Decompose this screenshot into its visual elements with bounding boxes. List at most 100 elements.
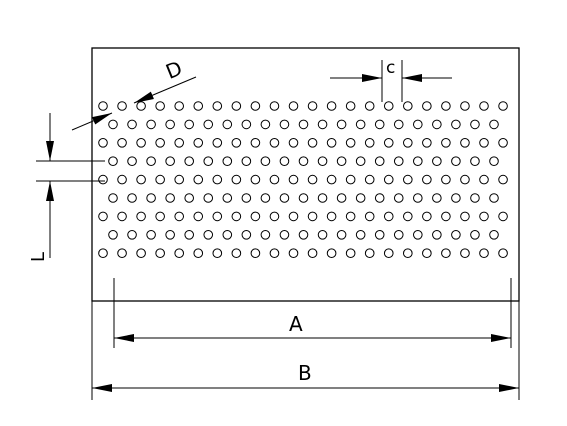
hole bbox=[336, 119, 347, 130]
hole bbox=[374, 230, 385, 240]
hole bbox=[470, 193, 480, 203]
hole-pattern bbox=[98, 101, 508, 258]
hole bbox=[470, 230, 480, 240]
hole bbox=[146, 156, 156, 166]
hole bbox=[136, 248, 146, 258]
hole bbox=[307, 138, 318, 148]
hole bbox=[193, 248, 204, 258]
hole bbox=[345, 174, 356, 185]
hole bbox=[184, 193, 194, 203]
hole bbox=[184, 119, 194, 130]
hole bbox=[279, 230, 290, 240]
hole bbox=[383, 211, 394, 222]
hole bbox=[98, 174, 108, 185]
hole bbox=[498, 248, 508, 258]
hole bbox=[136, 101, 146, 111]
hole bbox=[231, 101, 242, 111]
hole bbox=[422, 248, 432, 258]
label-l: L bbox=[28, 252, 49, 262]
hole bbox=[174, 248, 184, 258]
hole bbox=[422, 138, 432, 148]
hole bbox=[117, 248, 127, 258]
hole bbox=[165, 193, 175, 203]
hole bbox=[470, 156, 480, 166]
hole bbox=[260, 156, 271, 166]
hole bbox=[451, 193, 461, 203]
hole bbox=[165, 119, 175, 130]
hole bbox=[451, 119, 461, 130]
hole bbox=[155, 174, 165, 185]
hole bbox=[479, 174, 489, 185]
hole bbox=[422, 174, 432, 185]
hole bbox=[146, 193, 156, 203]
hole bbox=[489, 119, 499, 130]
hole bbox=[155, 138, 165, 148]
hole bbox=[212, 248, 223, 258]
hole bbox=[241, 193, 252, 203]
hole bbox=[174, 174, 184, 185]
hole bbox=[470, 119, 480, 130]
hole bbox=[307, 174, 318, 185]
hole bbox=[432, 156, 442, 166]
hole bbox=[355, 119, 366, 130]
hole bbox=[393, 193, 404, 203]
hole bbox=[326, 174, 337, 185]
hole bbox=[441, 174, 451, 185]
hole bbox=[441, 101, 451, 111]
label-d: D bbox=[162, 56, 185, 84]
hole bbox=[127, 156, 137, 166]
hole bbox=[193, 211, 204, 222]
dimension-c: c bbox=[330, 58, 452, 102]
hole bbox=[108, 230, 118, 240]
hole bbox=[250, 248, 261, 258]
hole bbox=[489, 193, 499, 203]
hole bbox=[498, 174, 508, 185]
hole bbox=[460, 174, 470, 185]
hole bbox=[203, 230, 214, 240]
hole bbox=[98, 211, 108, 222]
hole bbox=[317, 193, 328, 203]
hole bbox=[326, 138, 337, 148]
hole bbox=[441, 211, 451, 222]
hole bbox=[269, 248, 280, 258]
hole bbox=[422, 211, 432, 222]
hole bbox=[117, 138, 127, 148]
hole bbox=[108, 156, 118, 166]
hole bbox=[364, 138, 375, 148]
hole bbox=[383, 248, 394, 258]
hole bbox=[432, 230, 442, 240]
hole bbox=[288, 101, 299, 111]
hole bbox=[250, 211, 261, 222]
hole bbox=[432, 119, 442, 130]
hole bbox=[127, 119, 137, 130]
hole bbox=[460, 138, 470, 148]
hole bbox=[422, 101, 432, 111]
hole bbox=[403, 211, 413, 222]
hole bbox=[117, 174, 127, 185]
hole bbox=[98, 101, 108, 111]
hole bbox=[193, 138, 204, 148]
hole bbox=[479, 101, 489, 111]
sheet-outline bbox=[91, 47, 520, 302]
hole bbox=[413, 193, 423, 203]
hole bbox=[146, 230, 156, 240]
hole bbox=[250, 101, 261, 111]
hole bbox=[364, 101, 375, 111]
hole bbox=[489, 156, 499, 166]
hole bbox=[279, 119, 290, 130]
hole bbox=[441, 138, 451, 148]
dimension-l: L bbox=[28, 113, 105, 262]
hole bbox=[489, 230, 499, 240]
hole bbox=[203, 119, 214, 130]
hole bbox=[317, 156, 328, 166]
hole bbox=[451, 156, 461, 166]
hole bbox=[403, 101, 413, 111]
hole bbox=[184, 230, 194, 240]
hole bbox=[374, 193, 385, 203]
hole bbox=[260, 230, 271, 240]
hole bbox=[288, 211, 299, 222]
hole bbox=[231, 248, 242, 258]
hole bbox=[136, 211, 146, 222]
hole bbox=[317, 119, 328, 130]
